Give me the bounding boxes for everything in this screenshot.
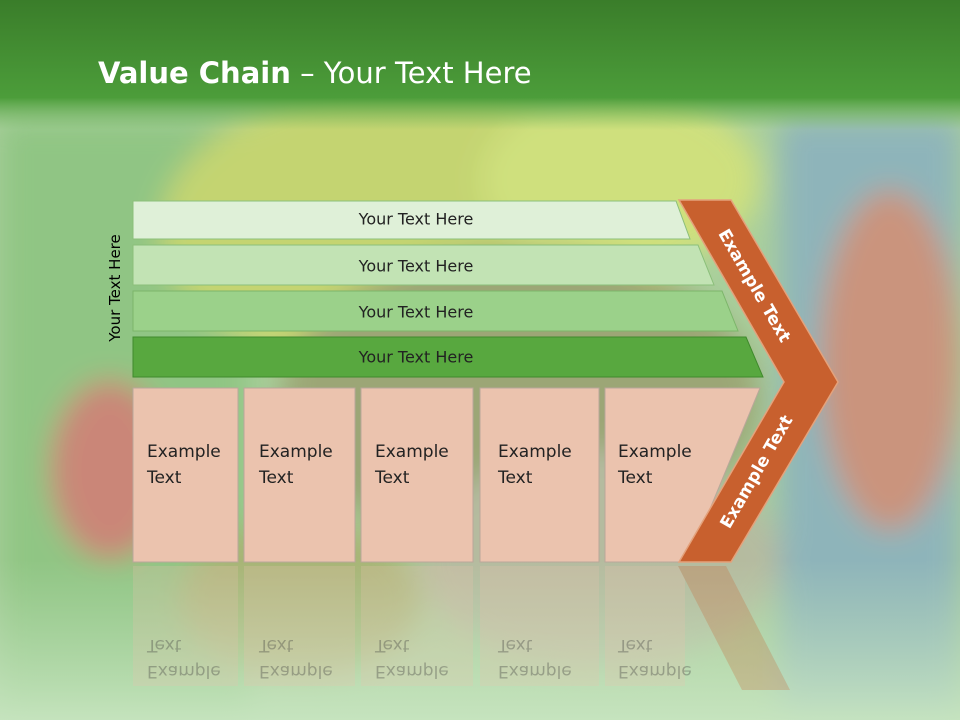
box-2 xyxy=(243,387,356,563)
reflection xyxy=(133,566,790,690)
bar-4-label: Your Text Here xyxy=(358,347,474,367)
value-chevron xyxy=(677,199,839,563)
page-title: Value Chain – Your Text Here xyxy=(98,56,532,90)
box-4-reflection: Example Text xyxy=(498,635,572,681)
box-5-label: Example Text xyxy=(618,442,692,488)
box-1-label: Example Text xyxy=(147,442,221,488)
bar-4 xyxy=(132,336,764,378)
box-2-reflection: Example Text xyxy=(259,635,333,681)
example-boxes xyxy=(132,387,761,563)
box-1-reflection: Example Text xyxy=(147,635,221,681)
side-label: Your Text Here xyxy=(106,234,124,342)
box-1 xyxy=(132,387,239,563)
activity-bars xyxy=(132,200,764,378)
bar-1 xyxy=(132,200,691,240)
box-2-label: Example Text xyxy=(259,442,333,488)
bar-2 xyxy=(132,244,715,286)
box-3-reflection: Example Text xyxy=(375,635,449,681)
box-4-label: Example Text xyxy=(498,442,572,488)
box-5-reflection: Example Text xyxy=(618,635,692,681)
bar-3-label: Your Text Here xyxy=(358,302,474,322)
box-3 xyxy=(360,387,474,563)
bar-1-label: Your Text Here xyxy=(358,209,474,229)
box-4 xyxy=(479,387,600,563)
bar-3 xyxy=(132,290,739,332)
box-3-label: Example Text xyxy=(375,442,449,488)
bar-2-label: Your Text Here xyxy=(358,256,474,276)
